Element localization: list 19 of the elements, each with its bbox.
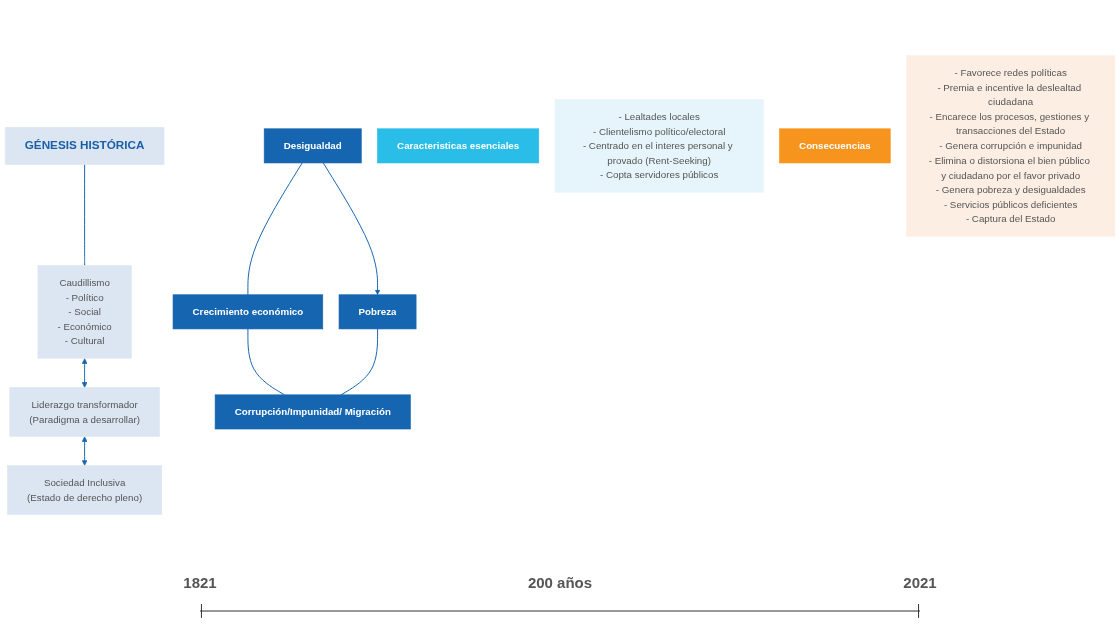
connector: [84, 163, 86, 266]
node-box: Pobreza: [338, 294, 417, 330]
node-box: - Lealtades locales - Clientelismo político/electoral - Centrado en el interes personal y provado (Rent-Seeking) - Copta servidores públicos: [554, 99, 764, 193]
node-box: Consecuencias: [779, 128, 891, 164]
node-box: Caracteristicas esenciales: [377, 128, 540, 164]
node-box: Corrupción/Impunidad/ Migración: [214, 394, 411, 430]
connector: [247, 162, 303, 296]
node-box: Desigualdad: [263, 128, 362, 164]
node-box: Crecimiento económico: [172, 294, 324, 330]
node-box: Liderazgo transformador (Paradigma a desarrollar): [9, 387, 160, 437]
connector: [247, 328, 285, 396]
year-label: 1821: [183, 574, 217, 591]
year-label: 2021: [903, 574, 937, 591]
node-box: - Favorece redes políticas - Premia e incentive la deslealtad ciudadana - Encarece los procesos, gestiones y transacciones del Estado - Genera corrupción e impunidad - Elimina o distorsiona el bien público y ciudadano por el favor privado - Genera pobreza y desigualdades - Servicios públicos deficientes - Captura del Estado: [906, 55, 1116, 237]
connector: [340, 328, 379, 396]
year-label: 200 años: [527, 574, 593, 591]
node-box: GÉNESIS HISTÓRICA: [4, 127, 165, 165]
node-box: Sociedad Inclusiva (Estado de derecho pleno): [7, 465, 162, 515]
node-box: Caudillismo - Político - Social - Económico - Cultural: [37, 265, 132, 359]
